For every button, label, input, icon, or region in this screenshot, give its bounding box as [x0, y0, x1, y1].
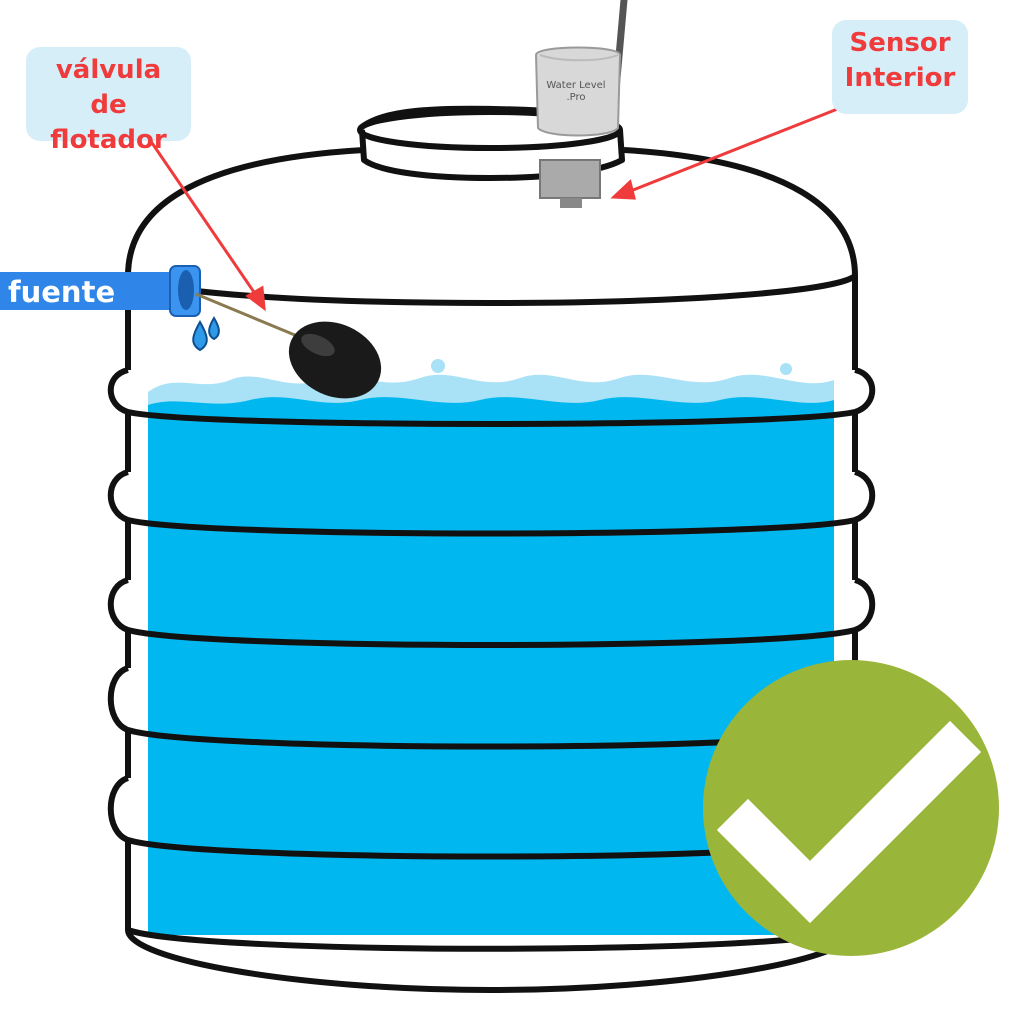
- inlet-pipe: [0, 265, 201, 317]
- annotation-arrows: [148, 106, 841, 312]
- sensor-brand-line2: .Pro: [566, 92, 585, 103]
- tank-outline: [107, 109, 876, 993]
- source-label: fuente: [8, 275, 116, 309]
- interior-sensor-callout: Sensor Interior: [832, 20, 968, 114]
- float-ball-icon: [195, 292, 382, 399]
- water-drop-icon: [192, 316, 220, 352]
- float-valve-label-line1: válvula de: [55, 55, 162, 121]
- sensor-cable: [358, 105, 541, 130]
- float-valve-callout: válvula de flotador: [26, 47, 191, 155]
- interior-sensor-label-line2: Interior: [844, 63, 956, 94]
- interior-sensor-label-line1: Sensor: [849, 28, 951, 58]
- tank-water: [148, 359, 834, 935]
- float-valve-label-line2: flotador: [50, 125, 167, 156]
- sensor-brand-line1: Water Level: [546, 80, 605, 91]
- check-circle-icon: [703, 660, 999, 956]
- wifi-sensor-icon: Water Level .Pro: [534, 0, 628, 137]
- interior-sensor-head: [539, 159, 601, 208]
